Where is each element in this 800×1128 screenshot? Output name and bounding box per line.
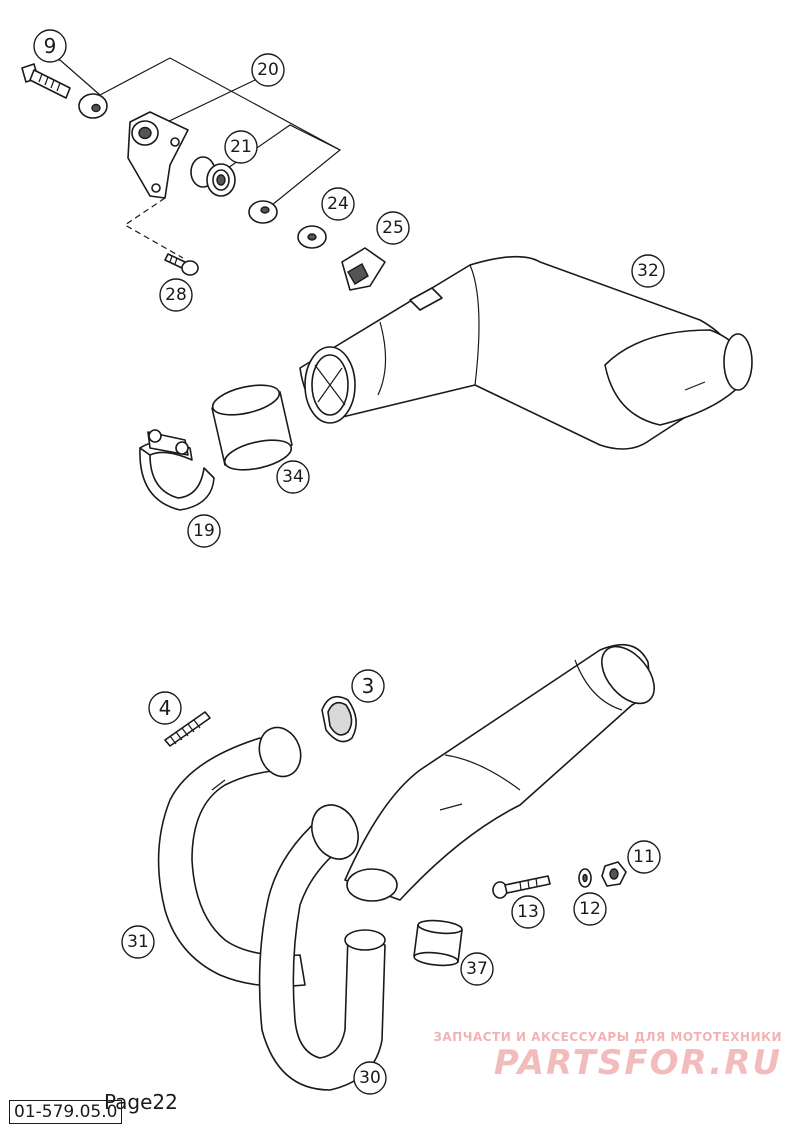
washer-part-12 (578, 868, 592, 888)
callout-13: 13 (511, 895, 545, 929)
callout-34-label: 34 (282, 467, 304, 487)
washer-part-24 (297, 225, 327, 249)
callout-21-label: 21 (230, 137, 252, 157)
watermark-logo: PARTSFOR.RU (493, 1043, 782, 1083)
callout-3: 3 (351, 669, 385, 703)
bracket-part-20 (127, 111, 189, 199)
callout-25-label: 25 (382, 218, 404, 238)
callout-13-label: 13 (517, 902, 539, 922)
callout-3-label: 3 (362, 674, 375, 698)
callout-31-label: 31 (127, 932, 149, 952)
callout-30: 30 (353, 1061, 387, 1095)
watermark-tagline: ЗАПЧАСТИ И АКСЕССУАРЫ ДЛЯ МОТОТЕХНИКИ (433, 1030, 782, 1044)
grommet-part-21 (190, 156, 236, 197)
clip-nut-part-25 (341, 247, 386, 291)
callout-19-label: 19 (193, 521, 215, 541)
watermark: ЗАПЧАСТИ И АКСЕССУАРЫ ДЛЯ МОТОТЕХНИКИ PA… (433, 1030, 782, 1082)
screw-part-28 (164, 253, 199, 276)
callout-12: 12 (573, 892, 607, 926)
spring-part-4 (164, 711, 211, 747)
bushing-part (248, 200, 278, 224)
nut-part-11 (601, 861, 627, 887)
callout-37-label: 37 (466, 959, 488, 979)
callout-21: 21 (224, 130, 258, 164)
mid-pipe (344, 643, 655, 902)
callout-24: 24 (321, 187, 355, 221)
header-pipe-part-31 (157, 726, 306, 987)
callout-24-label: 24 (327, 194, 349, 214)
callout-32-label: 32 (637, 261, 659, 281)
bolt-part-13 (492, 875, 551, 899)
callout-11-label: 11 (633, 847, 655, 867)
callout-12-label: 12 (579, 899, 601, 919)
upper-leader-lines (52, 57, 342, 259)
callout-32: 32 (631, 254, 665, 288)
callout-28: 28 (159, 278, 193, 312)
callout-25: 25 (376, 211, 410, 245)
bolt-part-9 (21, 63, 71, 99)
washer-part (78, 93, 108, 119)
diagram-code: 01-579.05.0 (9, 1100, 123, 1124)
callout-37: 37 (460, 952, 494, 986)
callout-20: 20 (251, 53, 285, 87)
callout-4-label: 4 (159, 696, 172, 720)
callout-4: 4 (148, 691, 182, 725)
clamp-part-19 (139, 429, 215, 511)
callout-34: 34 (276, 460, 310, 494)
callout-19: 19 (187, 514, 221, 548)
callout-9: 9 (33, 29, 67, 63)
silencer-part-32 (299, 255, 753, 450)
callout-9-label: 9 (44, 34, 57, 58)
sleeve-part-37 (413, 919, 463, 967)
sleeve-part-34 (211, 384, 293, 471)
header-pipe-part-30 (258, 804, 386, 1091)
page-label: Page22 (104, 1090, 178, 1114)
callout-28-label: 28 (165, 285, 187, 305)
callout-11: 11 (627, 840, 661, 874)
callout-20-label: 20 (257, 60, 279, 80)
callout-30-label: 30 (359, 1068, 381, 1088)
callout-31: 31 (121, 925, 155, 959)
gasket-part-3 (321, 695, 357, 743)
